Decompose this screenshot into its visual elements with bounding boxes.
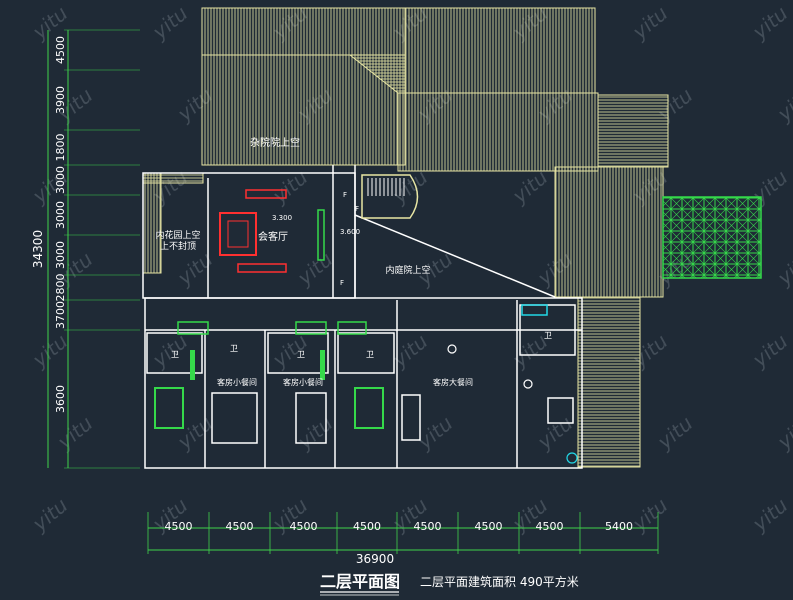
bottom-dimension-label: 4500 — [290, 520, 318, 533]
green-lattice-skylight — [662, 196, 762, 279]
staircase — [361, 174, 419, 219]
bottom-dimension-labels: 4500 4500 4500 4500 4500 4500 4500 5400 — [165, 520, 634, 533]
watermark-text: yitu — [27, 329, 72, 372]
watermark-text: yitu — [267, 165, 312, 208]
room-label-bath-2: 卫 — [230, 344, 238, 353]
left-dimension-label: 3600 — [54, 385, 67, 413]
left-dimension-label: 3000 — [54, 201, 67, 229]
stair-mark-3: F — [340, 279, 344, 287]
roof-hatching — [142, 7, 669, 468]
bottom-dimension-label: 4500 — [226, 520, 254, 533]
room-label-inner-garden-void: 内花园上空 — [155, 229, 200, 241]
room-label-courtyard-void: 杂院院上空 — [250, 136, 300, 149]
watermark-text: yitu — [27, 493, 72, 536]
watermark-text: yitu — [772, 411, 793, 454]
left-dimension-label: 2800 — [54, 274, 67, 302]
room-label-private-dining-1: 客房小餐间 — [217, 377, 257, 387]
walls — [142, 165, 583, 469]
level-mark-hall: 3.300 — [272, 214, 292, 222]
left-dimension-label: 3700 — [54, 301, 67, 329]
stair-mark-1: F — [343, 191, 347, 199]
level-mark-stair: 3.600 — [340, 228, 360, 236]
watermark-text: yitu — [387, 165, 432, 208]
room-label-inner-garden-void-2: 上不封顶 — [160, 240, 196, 252]
watermark-text: yitu — [747, 329, 792, 372]
watermark-text: yitu — [52, 411, 97, 454]
drawing-subtitle: 二层平面建筑面积 490平方米 — [420, 574, 579, 589]
left-dimension-label: 4500 — [54, 36, 67, 64]
room-label-private-dining-2: 客房小餐间 — [283, 377, 323, 387]
watermark-text: yitu — [747, 1, 792, 44]
watermark-text: yitu — [147, 329, 192, 372]
dimension-lines — [47, 30, 658, 551]
watermark-text: yitu — [652, 411, 697, 454]
room-label-bath-4: 卫 — [366, 350, 374, 359]
watermark-text: yitu — [412, 411, 457, 454]
left-dimension-label: 1800 — [54, 134, 67, 162]
room-label-bath-1: 卫 — [171, 350, 179, 359]
room-label-large-dining: 客房大餐间 — [433, 377, 473, 387]
left-dimension-label: 3900 — [54, 86, 67, 114]
room-label-bath-3: 卫 — [297, 350, 305, 359]
bottom-dimension-label: 4500 — [165, 520, 193, 533]
watermark-text: yitu — [747, 493, 792, 536]
room-label-reception-hall: 会客厅 — [258, 230, 288, 243]
watermark-text: yitu — [267, 329, 312, 372]
watermark-text: yitu — [292, 247, 337, 290]
watermark-text: yitu — [172, 411, 217, 454]
watermark-text: yitu — [292, 411, 337, 454]
watermark-text: yitu — [627, 493, 672, 536]
watermark-text: yitu — [172, 247, 217, 290]
bottom-dimension-label: 5400 — [605, 520, 633, 533]
room-label-bath-5: 卫 — [544, 331, 552, 340]
watermark-text: yitu — [532, 411, 577, 454]
watermark-text: yitu — [507, 165, 552, 208]
room-label-inner-courtyard-void: 内庭院上空 — [385, 264, 430, 276]
bottom-dimension-label: 4500 — [353, 520, 381, 533]
drawing-title: 二层平面图 — [320, 572, 400, 591]
watermark-text: yitu — [772, 247, 793, 290]
watermark-text: yitu — [772, 83, 793, 126]
left-dimension-label: 3000 — [54, 166, 67, 194]
bottom-dimension-label: 4500 — [475, 520, 503, 533]
stair-mark-2: F — [355, 205, 359, 213]
watermark-text: yitu — [627, 1, 672, 44]
bottom-dimension-label: 4500 — [414, 520, 442, 533]
furniture — [154, 189, 578, 464]
bottom-dimension-label: 4500 — [536, 520, 564, 533]
watermark-text: yitu — [147, 1, 192, 44]
bottom-total-dimension: 36900 — [356, 552, 394, 566]
left-dimension-label: 3000 — [54, 241, 67, 269]
left-total-dimension: 34300 — [31, 230, 45, 268]
